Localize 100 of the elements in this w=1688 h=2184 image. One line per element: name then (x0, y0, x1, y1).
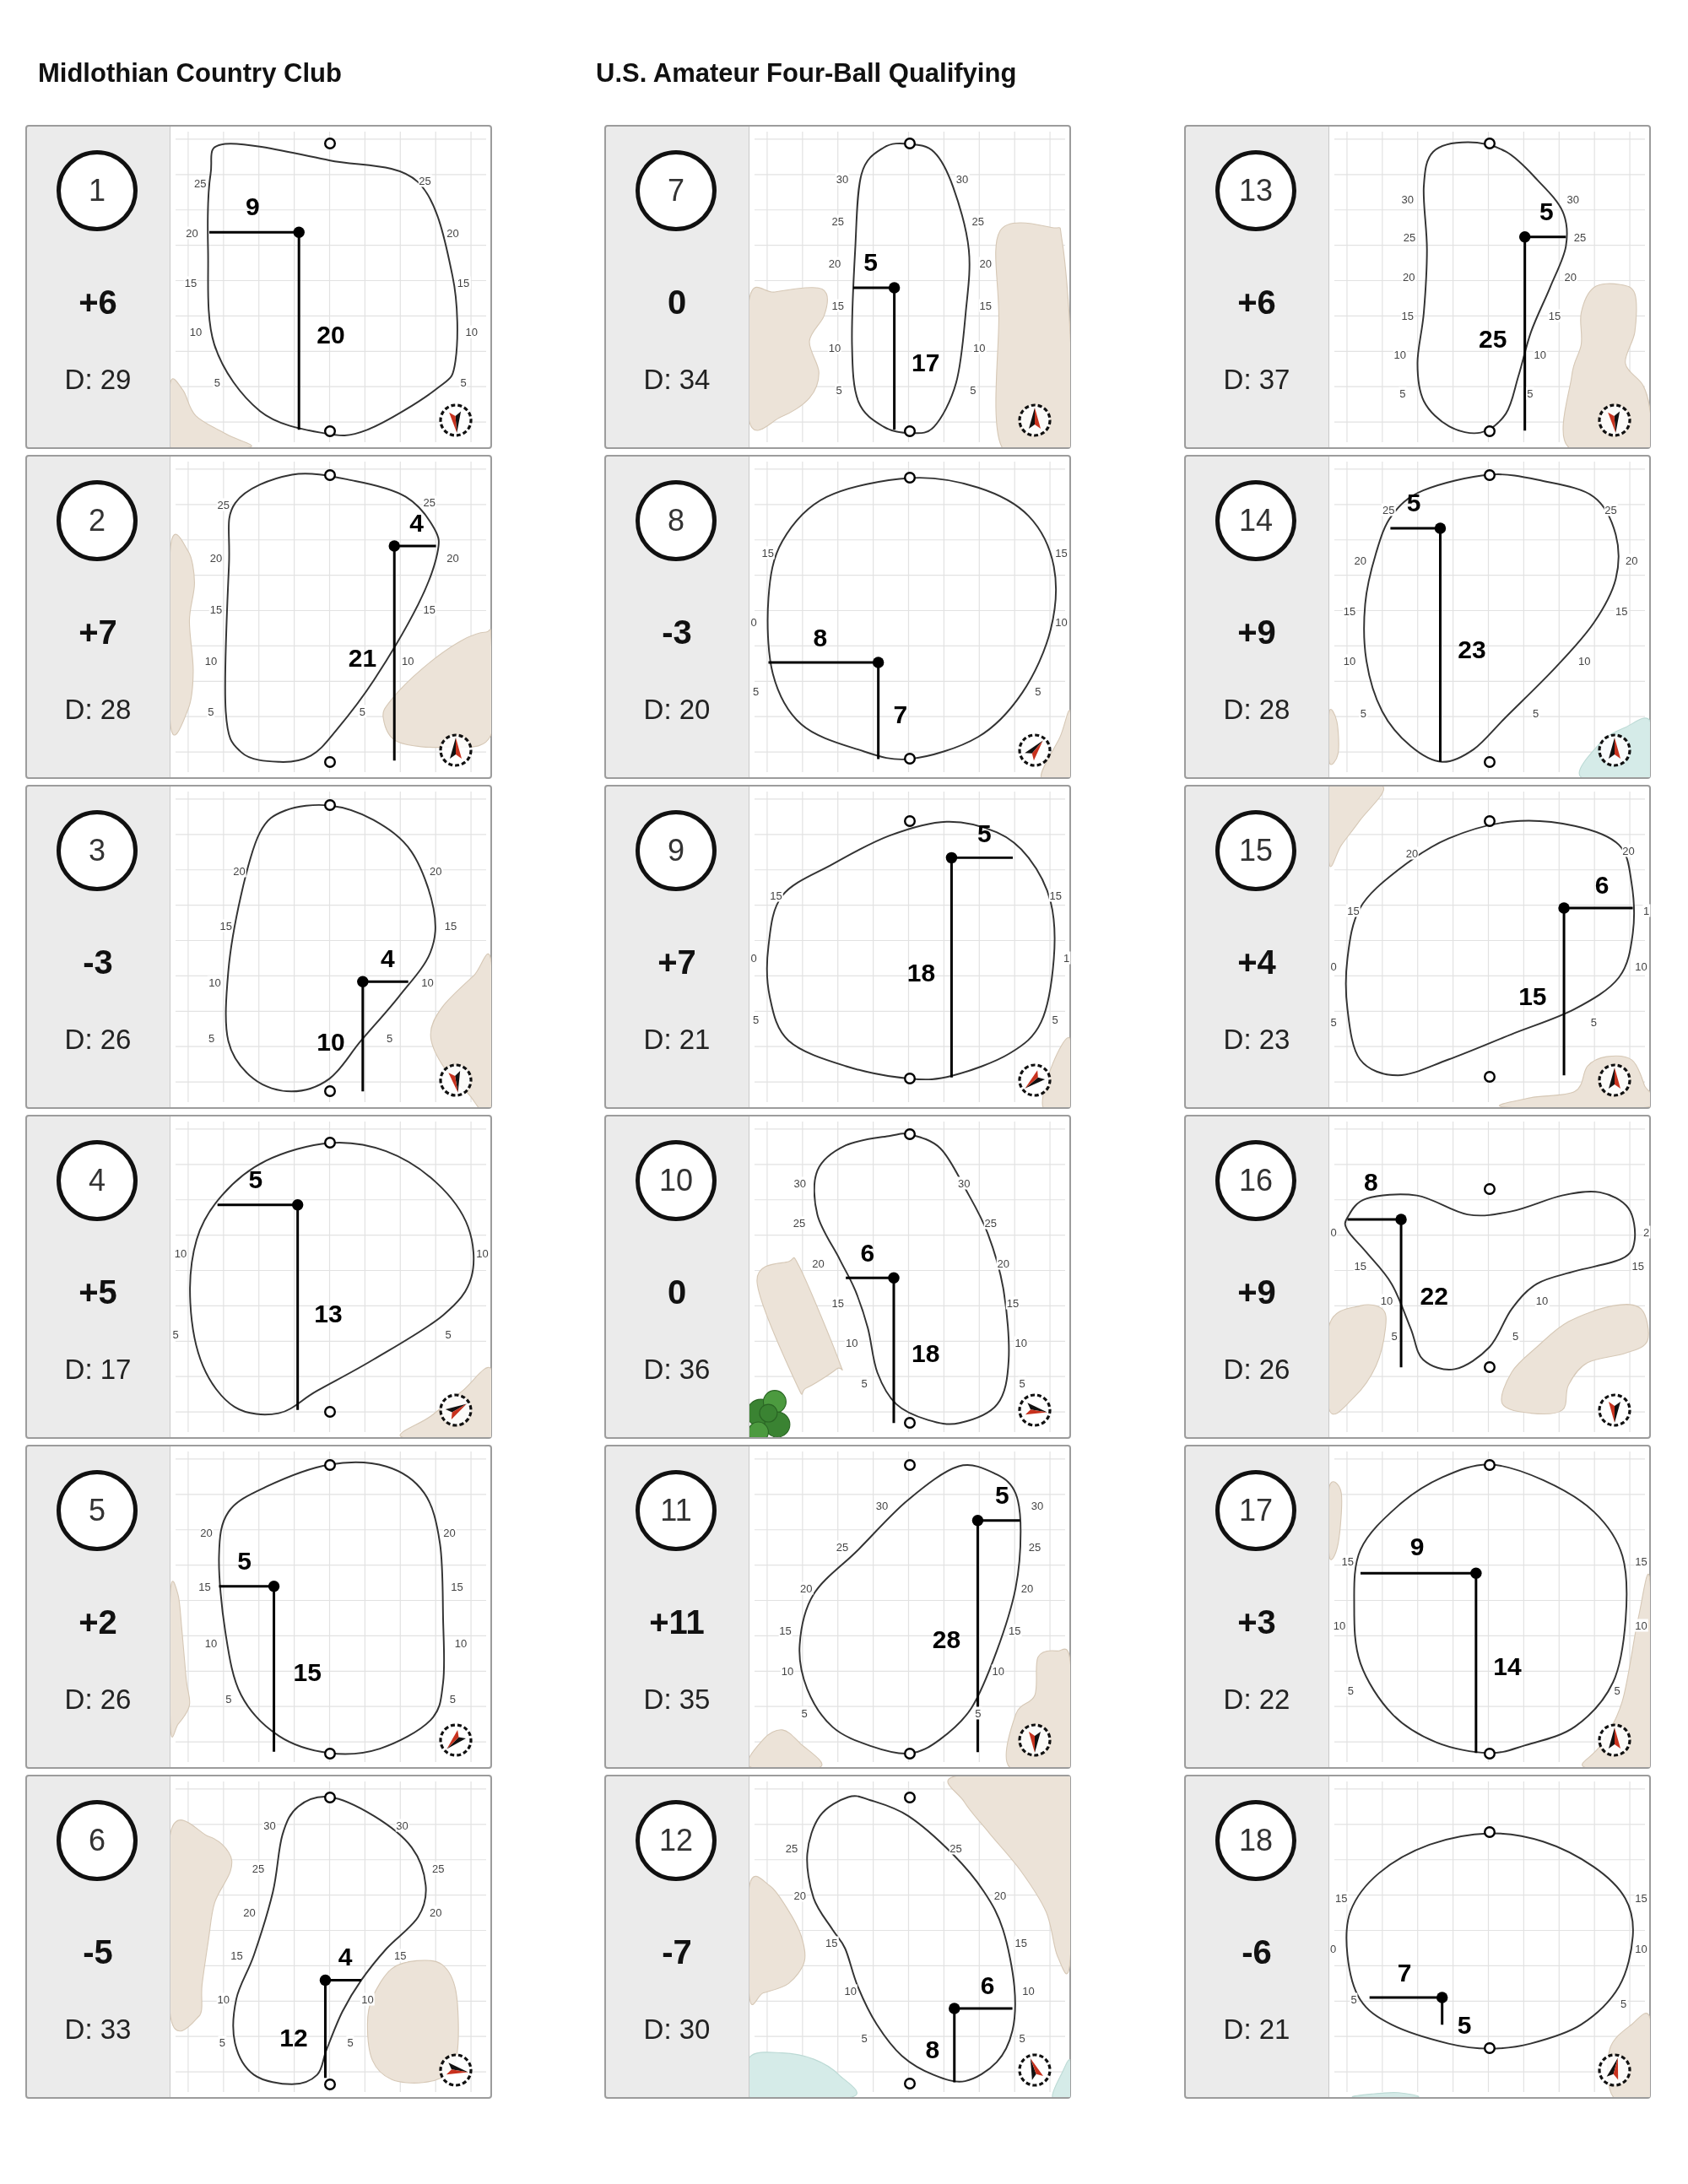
scale-number: 25 (216, 498, 231, 511)
scale-number: 15 (422, 603, 436, 616)
pin-distance-text: 5 (248, 1166, 263, 1192)
pin-distance-text: 4 (338, 1943, 353, 1970)
pin-distance-text: 5 (237, 1549, 252, 1575)
scale-number: 5 (346, 2035, 354, 2049)
scale-number: 15 (1346, 904, 1361, 917)
scale-number: 10 (216, 1992, 231, 2006)
scale-number: 25 (251, 1862, 266, 1875)
hole-number-circle: 8 (636, 480, 717, 561)
scale-number: 15 (1014, 1936, 1028, 1949)
value-text: -5 (83, 1935, 113, 1969)
depth-text: D: 28 (1223, 695, 1290, 723)
scale-number: 25 (835, 1540, 850, 1554)
value-text: +9 (1237, 1275, 1276, 1309)
scale-number: 10 (1342, 654, 1357, 668)
scale-number: 30 (835, 172, 850, 186)
scale-number: 10 (208, 976, 222, 989)
hole-number-circle: 12 (636, 1800, 717, 1881)
depth-text: D: 28 (64, 695, 132, 723)
scale-number: 10 (1533, 348, 1548, 361)
value-text: +4 (1237, 945, 1276, 979)
depth-text: D: 34 (643, 365, 711, 393)
pin-distance-text: 23 (1458, 636, 1486, 662)
pin-distance-text: 15 (293, 1660, 322, 1686)
hole-number-circle: 16 (1215, 1140, 1296, 1221)
scale-number: 5 (835, 383, 843, 397)
scale-number: 15 (1547, 309, 1562, 322)
depth-text: D: 29 (64, 365, 132, 393)
pin-distance-text: 12 (279, 2025, 308, 2052)
scale-number: 20 (978, 257, 993, 270)
title-text: U.S. Amateur Four-Ball Qualifying (596, 57, 1017, 89)
value-text: +7 (657, 945, 696, 979)
scale-number: 15 (1048, 889, 1063, 902)
pin-distance-text: 5 (1457, 2013, 1472, 2039)
scale-number: 15 (219, 919, 234, 933)
scale-number: 10 (464, 325, 479, 338)
pin-distance-text: 21 (348, 645, 377, 671)
hole-card (25, 125, 492, 449)
pin-distance-text: 25 (1479, 327, 1507, 353)
pin-distance-text: 22 (1420, 1284, 1448, 1310)
hole-card (1184, 455, 1651, 779)
scale-number: 10 (1393, 348, 1408, 361)
depth-text: D: 20 (643, 695, 711, 723)
scale-number: 15 (1342, 604, 1357, 617)
depth-text: D: 36 (643, 1354, 711, 1383)
pin-distance-text: 17 (912, 350, 940, 376)
pin-distance-text: 8 (1364, 1169, 1378, 1195)
scale-number: 5 (800, 1706, 809, 1720)
depth-text: D: 26 (1223, 1354, 1290, 1383)
scale-number: 5 (218, 2035, 226, 2049)
hole-card (604, 1445, 1071, 1769)
value-text: +3 (1237, 1605, 1276, 1639)
scale-number: 5 (1350, 1992, 1358, 2006)
scale-number: 25 (418, 174, 432, 187)
scale-number: 15 (1005, 1296, 1020, 1310)
hole-number-circle: 10 (636, 1140, 717, 1221)
scale-number: 5 (1526, 387, 1534, 400)
scale-number: 20 (799, 1581, 814, 1595)
scale-number: 5 (1589, 1015, 1598, 1029)
hole-card (604, 125, 1071, 449)
value-text: +6 (78, 285, 117, 319)
value-text: -3 (662, 615, 692, 649)
depth-text: D: 26 (64, 1684, 132, 1713)
scale-number: 10 (1054, 615, 1069, 629)
pin-distance-text: 9 (245, 194, 260, 219)
scale-number: 15 (978, 299, 993, 312)
hole-card (25, 1775, 492, 2099)
scale-number: 10 (1014, 1336, 1028, 1349)
scale-number: 15 (1007, 1624, 1022, 1637)
scale-number: 5 (1346, 1684, 1355, 1697)
value-text: +2 (78, 1605, 117, 1639)
scale-number: 25 (430, 1862, 446, 1875)
scale-number: 10 (991, 1664, 1005, 1678)
scale-number: 20 (428, 1906, 443, 1919)
scale-number: 30 (793, 1176, 808, 1189)
pin-distance-text: 18 (906, 960, 936, 986)
hole-number-circle: 6 (57, 1800, 138, 1881)
value-text: -7 (662, 1935, 692, 1969)
depth-text: D: 17 (64, 1354, 132, 1383)
scale-number: 10 (1634, 1619, 1648, 1632)
pin-distance-text: 4 (409, 511, 425, 537)
scale-number: 20 (827, 257, 842, 270)
hole-card (1184, 125, 1651, 449)
depth-text: D: 33 (64, 2014, 132, 2043)
scale-number: 20 (793, 1889, 808, 1902)
depth-text: D: 35 (643, 1684, 711, 1713)
pin-distance-text: 28 (932, 1626, 961, 1652)
hole-number-circle: 13 (1215, 150, 1296, 231)
pin-distance-text: 8 (813, 624, 828, 651)
scale-number: 25 (1382, 503, 1396, 516)
depth-text: D: 21 (1223, 2014, 1290, 2043)
depth-text: D: 30 (643, 2014, 711, 2043)
scale-number: 20 (1625, 554, 1639, 567)
value-text: 0 (667, 285, 687, 319)
scale-number: 30 (955, 172, 970, 186)
pin-distance-text: 5 (977, 821, 992, 847)
pin-distance-text: 20 (316, 322, 345, 348)
pin-distance-text: 6 (1594, 872, 1610, 898)
hole-card (25, 785, 492, 1109)
